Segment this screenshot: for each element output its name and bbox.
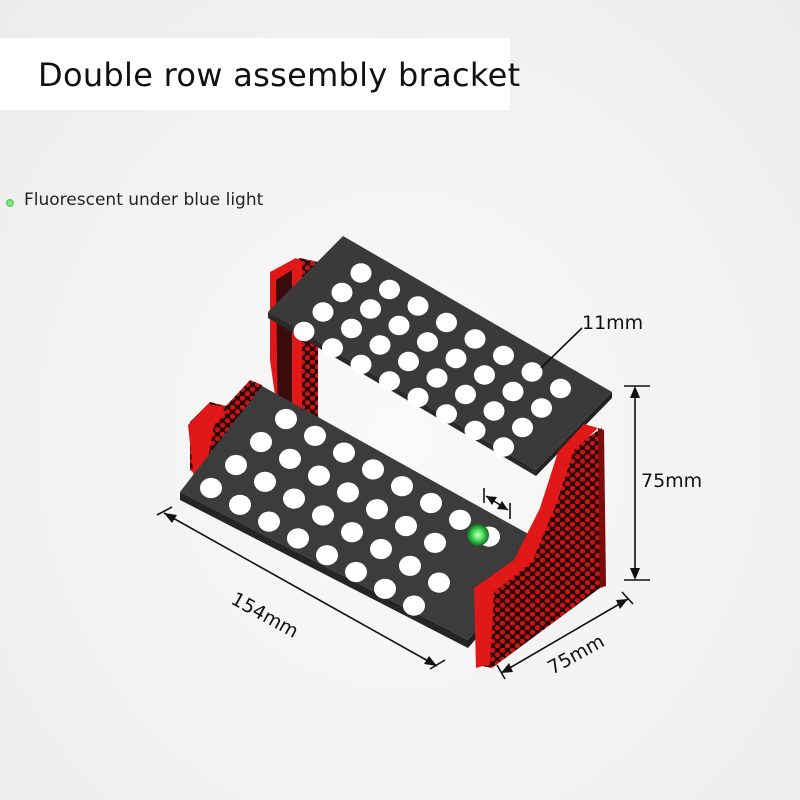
tray-hole bbox=[493, 437, 514, 457]
tray-hole bbox=[502, 381, 524, 402]
tray-hole bbox=[283, 488, 305, 509]
tray-hole bbox=[436, 404, 457, 424]
tray-hole bbox=[395, 515, 417, 537]
tray-hole bbox=[366, 499, 388, 520]
fluorescent-note-text: Fluorescent under blue light bbox=[24, 190, 264, 210]
lower-tray-holes bbox=[200, 408, 500, 616]
depth-dimension-line bbox=[500, 598, 629, 674]
right-frame bbox=[474, 424, 606, 668]
tray-hole bbox=[200, 477, 222, 499]
tray-hole bbox=[345, 561, 367, 583]
tray-hole bbox=[341, 522, 363, 543]
tray-hole bbox=[250, 431, 272, 453]
tray-hole bbox=[464, 420, 486, 441]
tray-hole bbox=[275, 408, 297, 430]
tray-hole bbox=[312, 302, 334, 322]
tray-hole bbox=[370, 538, 392, 560]
tray-hole bbox=[474, 365, 495, 385]
tray-hole bbox=[464, 329, 486, 349]
tray-hole bbox=[312, 505, 334, 526]
tray-hole bbox=[374, 578, 396, 599]
tray-hole bbox=[417, 332, 438, 352]
upper-tray bbox=[268, 236, 612, 476]
tray-hole bbox=[379, 279, 400, 300]
page-title: Double row assembly bracket bbox=[38, 56, 521, 94]
tray-hole bbox=[455, 384, 476, 405]
tray-hole bbox=[483, 401, 505, 421]
tray-hole bbox=[449, 509, 471, 530]
tray-hole bbox=[424, 532, 446, 553]
length-dimension-line bbox=[163, 512, 438, 667]
tray-hole bbox=[229, 494, 251, 515]
tray-hole bbox=[341, 318, 362, 339]
tray-hole bbox=[388, 315, 410, 336]
tray-hole bbox=[436, 312, 457, 333]
title-banner bbox=[0, 38, 510, 110]
tray-hole bbox=[304, 425, 326, 446]
upper-tray-holes bbox=[293, 263, 571, 457]
tray-hole bbox=[407, 296, 429, 316]
hole-leader-line bbox=[540, 327, 583, 369]
tray-hole bbox=[493, 345, 514, 366]
tray-hole bbox=[407, 387, 429, 408]
tray-hole bbox=[550, 378, 571, 399]
lower-tray bbox=[180, 386, 550, 648]
tray-hole bbox=[350, 354, 372, 375]
tray-hole bbox=[258, 511, 280, 532]
tray-hole bbox=[379, 371, 400, 391]
tray-hole bbox=[428, 572, 450, 593]
fluorescent-note: Fluorescent under blue light bbox=[6, 190, 263, 210]
hole-diameter-label: 11mm bbox=[582, 312, 644, 334]
fluorescent-marker bbox=[467, 524, 489, 546]
tray-hole bbox=[360, 299, 381, 319]
tray-hole bbox=[391, 476, 413, 497]
tray-hole bbox=[531, 398, 552, 418]
tray-hole bbox=[308, 465, 330, 486]
dimension-arrows bbox=[164, 386, 640, 673]
tray-hole bbox=[362, 459, 384, 480]
tray-hole bbox=[316, 545, 338, 566]
height-label: 75mm bbox=[641, 470, 703, 492]
tray-hole bbox=[333, 442, 355, 463]
tray-hole bbox=[420, 492, 442, 514]
tray-hole bbox=[350, 263, 372, 283]
green-dot-icon bbox=[6, 199, 14, 207]
tray-hole bbox=[279, 448, 301, 469]
tray-hole bbox=[337, 482, 359, 503]
tray-hole bbox=[398, 351, 419, 372]
tray-hole bbox=[225, 454, 247, 476]
tray-hole bbox=[331, 282, 353, 303]
tray-hole bbox=[254, 471, 276, 492]
tray-hole bbox=[403, 595, 425, 616]
tray-hole bbox=[399, 555, 421, 576]
tray-hole bbox=[293, 321, 315, 342]
tray-hole bbox=[521, 362, 543, 382]
tray-hole bbox=[445, 348, 467, 369]
tray-hole bbox=[512, 417, 533, 438]
tray-hole bbox=[287, 528, 309, 549]
tray-hole bbox=[426, 368, 448, 388]
tray-hole bbox=[369, 335, 391, 355]
tray-hole bbox=[322, 338, 343, 358]
